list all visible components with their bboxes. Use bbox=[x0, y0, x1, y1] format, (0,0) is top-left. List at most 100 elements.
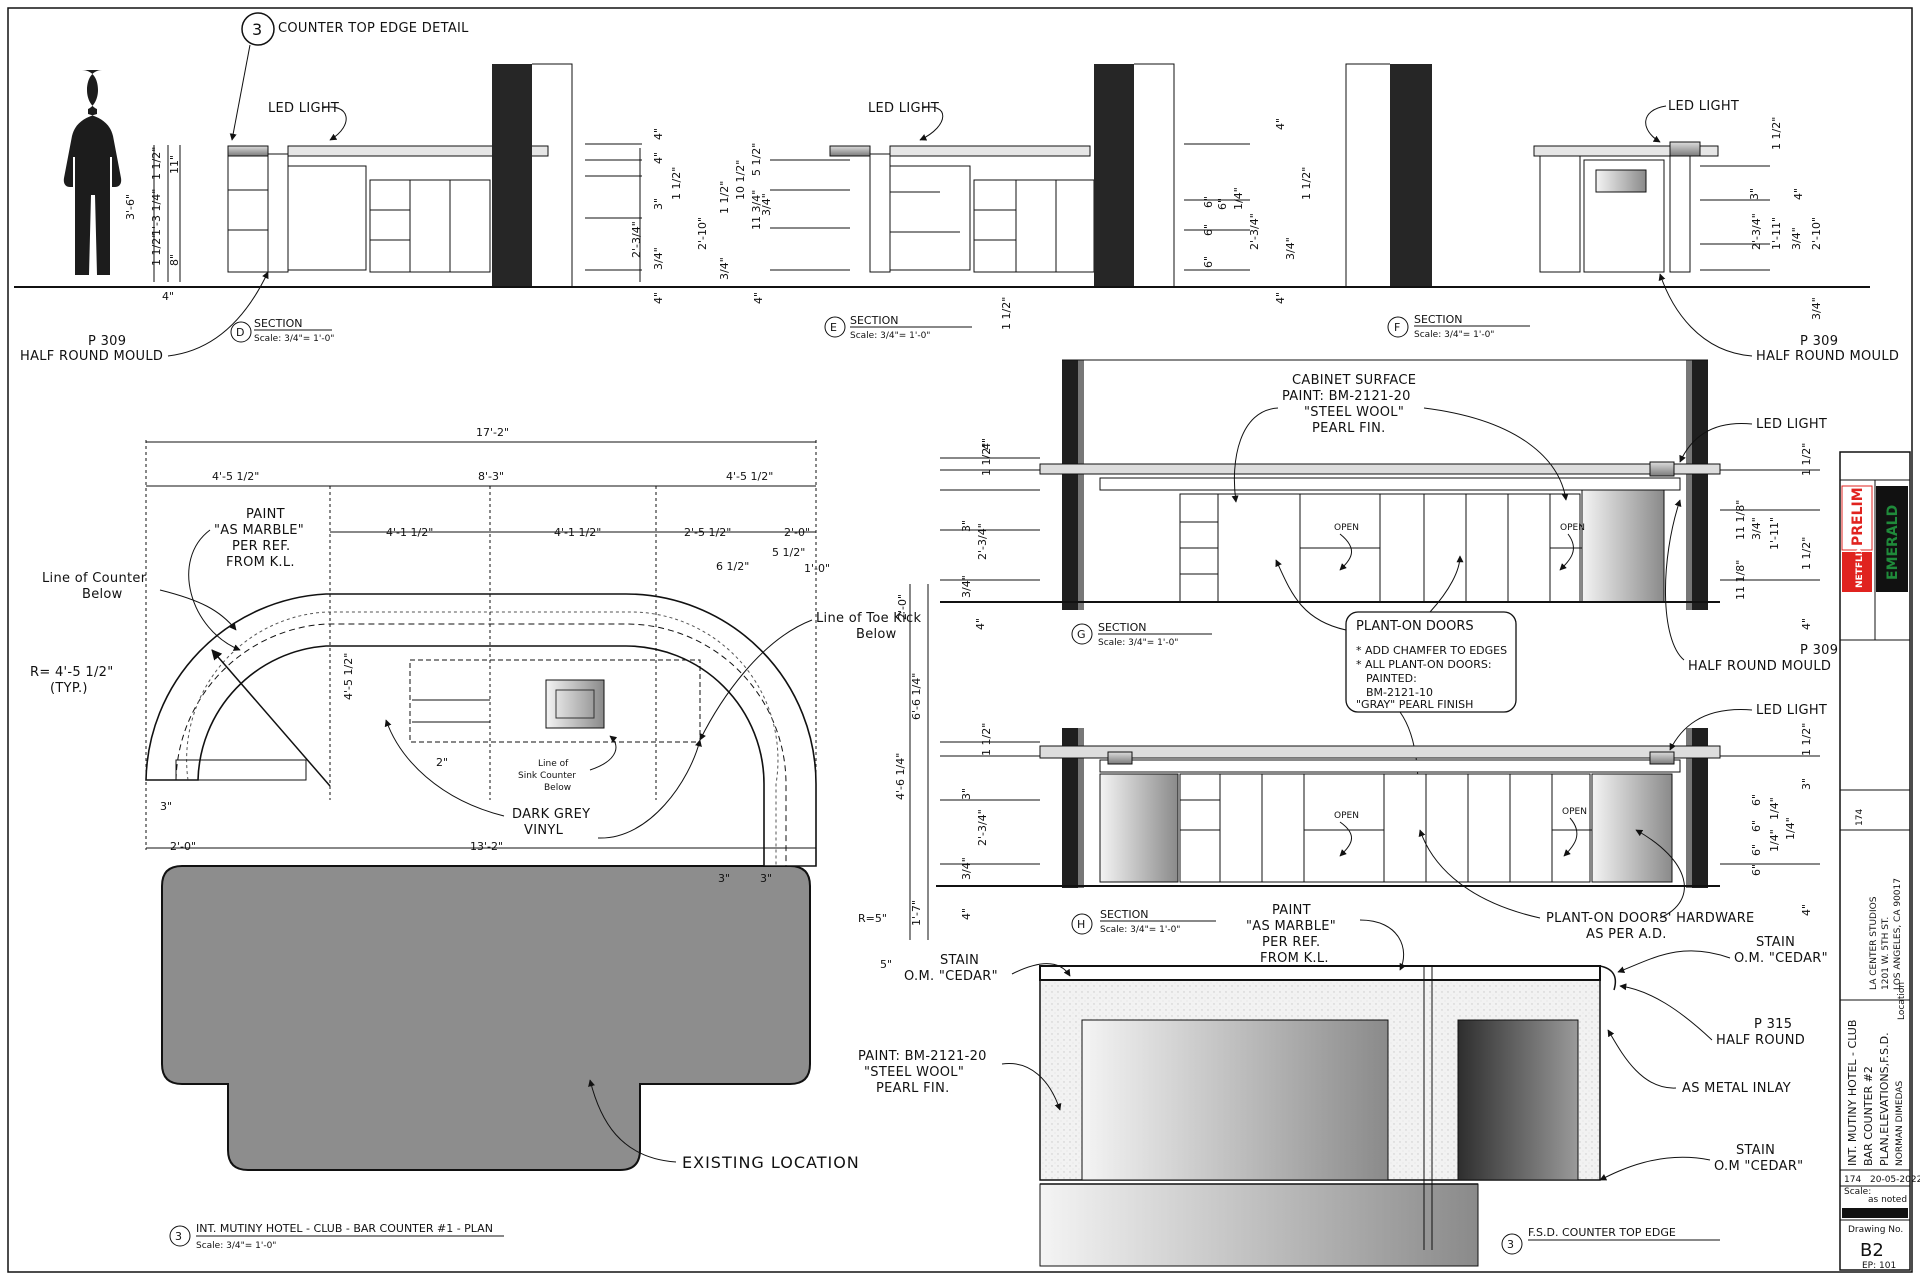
cabinet-surface-note: PAINT: BM-2121-20 bbox=[1282, 389, 1411, 404]
prelim-stamp: PRELIM bbox=[1850, 487, 1866, 546]
project-title: INT. MUTINY HOTEL - CLUB bbox=[1846, 1020, 1859, 1166]
dim-text: 2'-5 1/2" bbox=[684, 526, 731, 539]
dim-text: 2'-3/4" bbox=[976, 523, 989, 560]
paint-note: PER REF. bbox=[232, 539, 290, 554]
netflix-logo: NETFLIX bbox=[1855, 546, 1865, 588]
wall-block bbox=[1390, 64, 1432, 286]
fsd-number: 3 bbox=[1507, 1238, 1514, 1251]
open-note: OPEN bbox=[1560, 523, 1585, 533]
vinyl-note: DARK GREY bbox=[512, 807, 590, 822]
dim-text: 1'-7" bbox=[910, 900, 923, 926]
bar-counter-plan: 17'-2" 4'-5 1/2" 8'-3" 4'-5 1/2" 4'-1 1/… bbox=[30, 426, 929, 1251]
led-light-note: LED LIGHT bbox=[868, 101, 939, 116]
dim-text: 4" bbox=[980, 438, 993, 450]
dim-text: 4'-5 1/2" bbox=[726, 470, 773, 483]
dim-text: 6" bbox=[1750, 820, 1763, 832]
dim-text: 1'-11" bbox=[1770, 217, 1783, 250]
paint-note: PAINT bbox=[1272, 903, 1311, 918]
section-scale: Scale: 3/4"= 1'-0" bbox=[850, 331, 930, 341]
dim-text: 3" bbox=[652, 198, 665, 210]
dim-text: 1 1/2" bbox=[1770, 117, 1783, 150]
plant-on-doors-note: * ADD CHAMFER TO EDGES bbox=[1356, 644, 1507, 657]
dim-text: 3/4" bbox=[960, 857, 973, 880]
paint-note: "AS MARBLE" bbox=[214, 523, 304, 538]
led-light-note: LED LIGHT bbox=[268, 101, 339, 116]
plan-number: 3 bbox=[175, 1230, 182, 1243]
dim-text: 3/4" bbox=[960, 575, 973, 598]
metal-inlay-note: AS METAL INLAY bbox=[1682, 1081, 1791, 1096]
dim-text: 8'-3" bbox=[478, 470, 504, 483]
section-letter: E bbox=[830, 321, 837, 334]
toe-kick-note: Line of Toe Kick bbox=[816, 611, 921, 626]
dim-text: 1'-0" bbox=[804, 562, 830, 575]
cabinet-surface-note: "STEEL WOOL" bbox=[1304, 405, 1404, 420]
steel-wool-note: PEARL FIN. bbox=[876, 1081, 950, 1096]
dim-text: 8" bbox=[168, 254, 181, 266]
dim-text: 4'-6 1/4" bbox=[894, 753, 907, 800]
dim-text: 2'-3/4" bbox=[1750, 213, 1763, 250]
dim-text: 4" bbox=[1792, 188, 1805, 200]
dim-text: 6" bbox=[1750, 844, 1763, 856]
dim-text: 2'-0" bbox=[170, 840, 196, 853]
stain-note: STAIN bbox=[1736, 1143, 1775, 1158]
dim-text: 2'-0" bbox=[784, 526, 810, 539]
section-label: SECTION bbox=[1100, 908, 1148, 921]
dim-text: 4" bbox=[974, 618, 987, 630]
dim-text: 4" bbox=[652, 152, 665, 164]
elevation-g: OPEN OPEN LED LIGHT 4" 1 1/2" 3" 2'-3/4"… bbox=[940, 359, 1838, 674]
drawing-number: B2 bbox=[1860, 1240, 1884, 1261]
dim-text: 3/4" bbox=[1750, 517, 1763, 540]
existing-location-slab bbox=[161, 865, 811, 1171]
dim-text: 1 1/2" bbox=[1800, 537, 1813, 570]
plant-on-doors-note: * ALL PLANT-ON DOORS: bbox=[1356, 658, 1492, 671]
dim-text: 3'-6" bbox=[124, 194, 137, 220]
dim-text: 3" bbox=[718, 872, 730, 885]
dim-text: 3/4" bbox=[652, 247, 665, 270]
dim-text: 3" bbox=[160, 800, 172, 813]
dim-text: 3" bbox=[1748, 188, 1761, 200]
elevation-h: OPEN OPEN LED LIGHT 1 1/2" 3" 2'-3/4" 3/… bbox=[936, 703, 1827, 942]
dim-text: 1/4" bbox=[1768, 797, 1781, 820]
dim-text: 4" bbox=[1274, 292, 1287, 304]
dim-text: 6" bbox=[1216, 198, 1229, 210]
line-of-counter-note: Below bbox=[82, 587, 123, 602]
set-number: 174 bbox=[1844, 1175, 1861, 1185]
led-light-note: LED LIGHT bbox=[1756, 417, 1827, 432]
p309-note: P 309 bbox=[1800, 643, 1838, 658]
dim-text: 4" bbox=[162, 290, 174, 303]
dim-text: 3/4" bbox=[718, 257, 731, 280]
dim-text: 5 1/2" bbox=[750, 143, 763, 176]
dim-text: 11 3/4" bbox=[750, 190, 763, 230]
dim-text: 5 1/2" bbox=[772, 546, 805, 559]
dim-text: 1'-3 1/4" bbox=[150, 189, 163, 236]
section-e: 10 1/2" 5 1/2" 11 3/4" 3/4" 3/4" 2'-10" … bbox=[696, 63, 1313, 341]
line-of-counter-note: Line of Counter bbox=[42, 571, 147, 586]
dim-text: 1/4" bbox=[1784, 817, 1797, 840]
dim-text: 3" bbox=[760, 872, 772, 885]
project-title: BAR COUNTER #2 bbox=[1862, 1066, 1875, 1166]
plant-on-doors-note: BM-2121-10 bbox=[1366, 686, 1433, 699]
p309-note: HALF ROUND MOULD bbox=[1756, 349, 1899, 364]
radius-note: R= 4'-5 1/2" bbox=[30, 665, 114, 680]
led-light-note: LED LIGHT bbox=[1756, 703, 1827, 718]
dim-text: 6" bbox=[1202, 256, 1215, 268]
plan-title: INT. MUTINY HOTEL - CLUB - BAR COUNTER #… bbox=[196, 1222, 493, 1235]
dim-text: 1 1/2" bbox=[1000, 297, 1013, 330]
project-title: PLAN,ELEVATIONS,F.S.D. bbox=[1878, 1032, 1891, 1166]
hardware-note: PLANT-ON DOORS' HARDWARE bbox=[1546, 911, 1755, 926]
p315-note: HALF ROUND bbox=[1716, 1033, 1805, 1048]
dim-text: 3/4" bbox=[760, 193, 773, 216]
stain-note: STAIN bbox=[1756, 935, 1795, 950]
sink-counter-note: Below bbox=[544, 783, 571, 793]
sink-counter-note: Sink Counter bbox=[518, 771, 576, 781]
dim-text: 6" bbox=[1750, 794, 1763, 806]
dim-text: 2'-10" bbox=[696, 217, 709, 250]
sink-counter-note: Line of bbox=[538, 759, 569, 769]
title-block: PRELIM NETFLIX EMERALD 174 LA CENTER STU… bbox=[1839, 451, 1920, 1271]
dim-text: 4" bbox=[652, 128, 665, 140]
p309-note: P 309 bbox=[88, 334, 126, 349]
dim-text: 4" bbox=[652, 292, 665, 304]
dim-text: 3" bbox=[960, 520, 973, 532]
